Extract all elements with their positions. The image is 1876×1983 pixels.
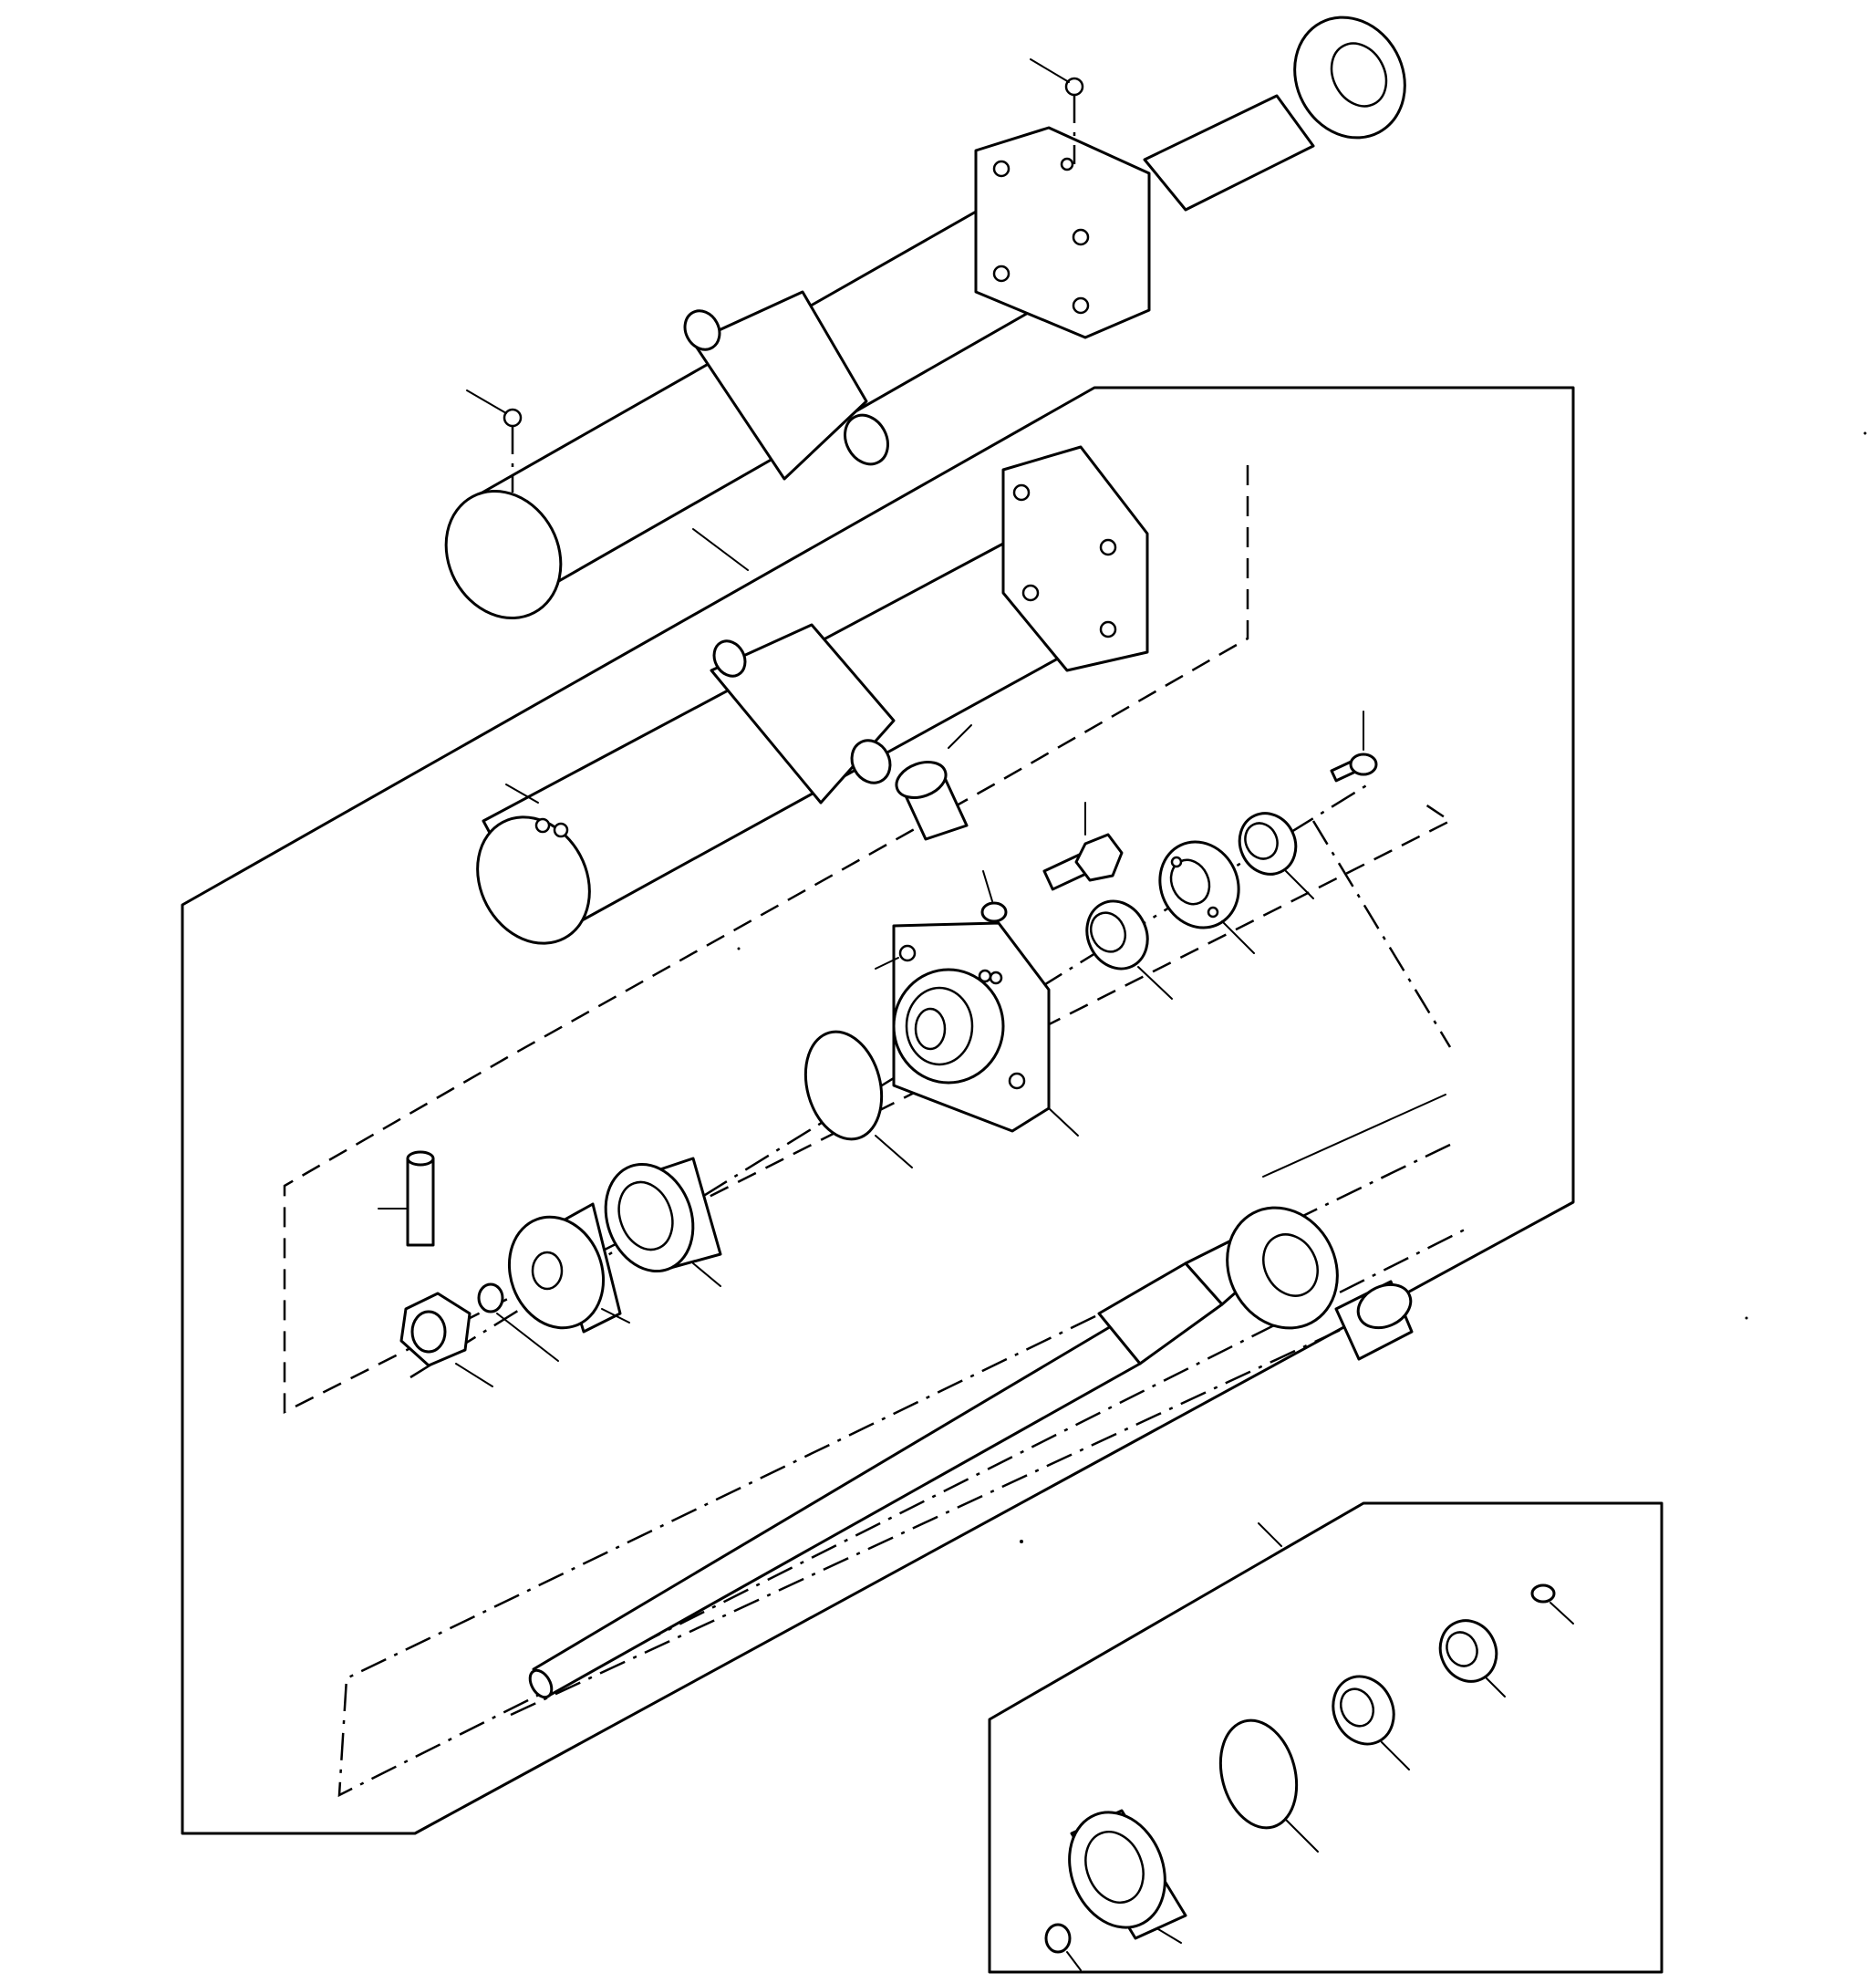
pin: [378, 1150, 435, 1247]
rod-axis: [510, 1303, 1396, 1717]
rod-seal: [1085, 899, 1173, 1000]
rod-bushing: [1334, 1280, 1414, 1361]
seal-kit-frame: [988, 1501, 1664, 1974]
small-bolt: [1330, 711, 1378, 783]
assembled-cylinder: [444, 16, 1406, 620]
tube-group-frame: [283, 465, 1453, 1415]
seal-kit: [1044, 1522, 1574, 1971]
wiper-ring: [1238, 812, 1314, 899]
rod-group-frame: [337, 1143, 1471, 1798]
main-group-frame: [181, 386, 1575, 1835]
head-o-ring: [803, 1030, 913, 1168]
small-o-ring: [477, 1282, 559, 1362]
lock-washer: [980, 870, 1008, 923]
bushing: [895, 724, 972, 841]
head-bolt: [1042, 802, 1124, 891]
piston-rod: [528, 1094, 1446, 1699]
head-group-frame: [1311, 820, 1452, 1048]
cylinder-tube: [476, 445, 1149, 945]
piston-nut: [399, 1292, 493, 1387]
retainer-ring: [1158, 840, 1255, 954]
piston-seal: [604, 1157, 722, 1287]
piston: [507, 1202, 630, 1334]
cylinder-head: [875, 921, 1079, 1137]
